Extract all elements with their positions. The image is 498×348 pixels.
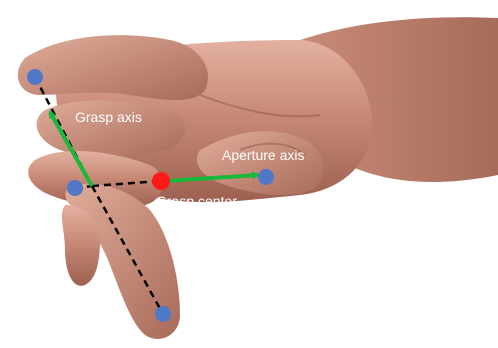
contact-point-ring xyxy=(67,180,83,196)
contact-point-index xyxy=(27,69,43,85)
aperture-axis-label: Aperture axis xyxy=(222,147,304,163)
grasp-axis-label: Grasp axis xyxy=(75,109,142,125)
contact-point-thumb xyxy=(258,169,274,185)
grasp-center-label: Grasp center xyxy=(156,193,237,209)
contact-point-little xyxy=(155,306,171,322)
grasp-center-point xyxy=(152,172,170,190)
